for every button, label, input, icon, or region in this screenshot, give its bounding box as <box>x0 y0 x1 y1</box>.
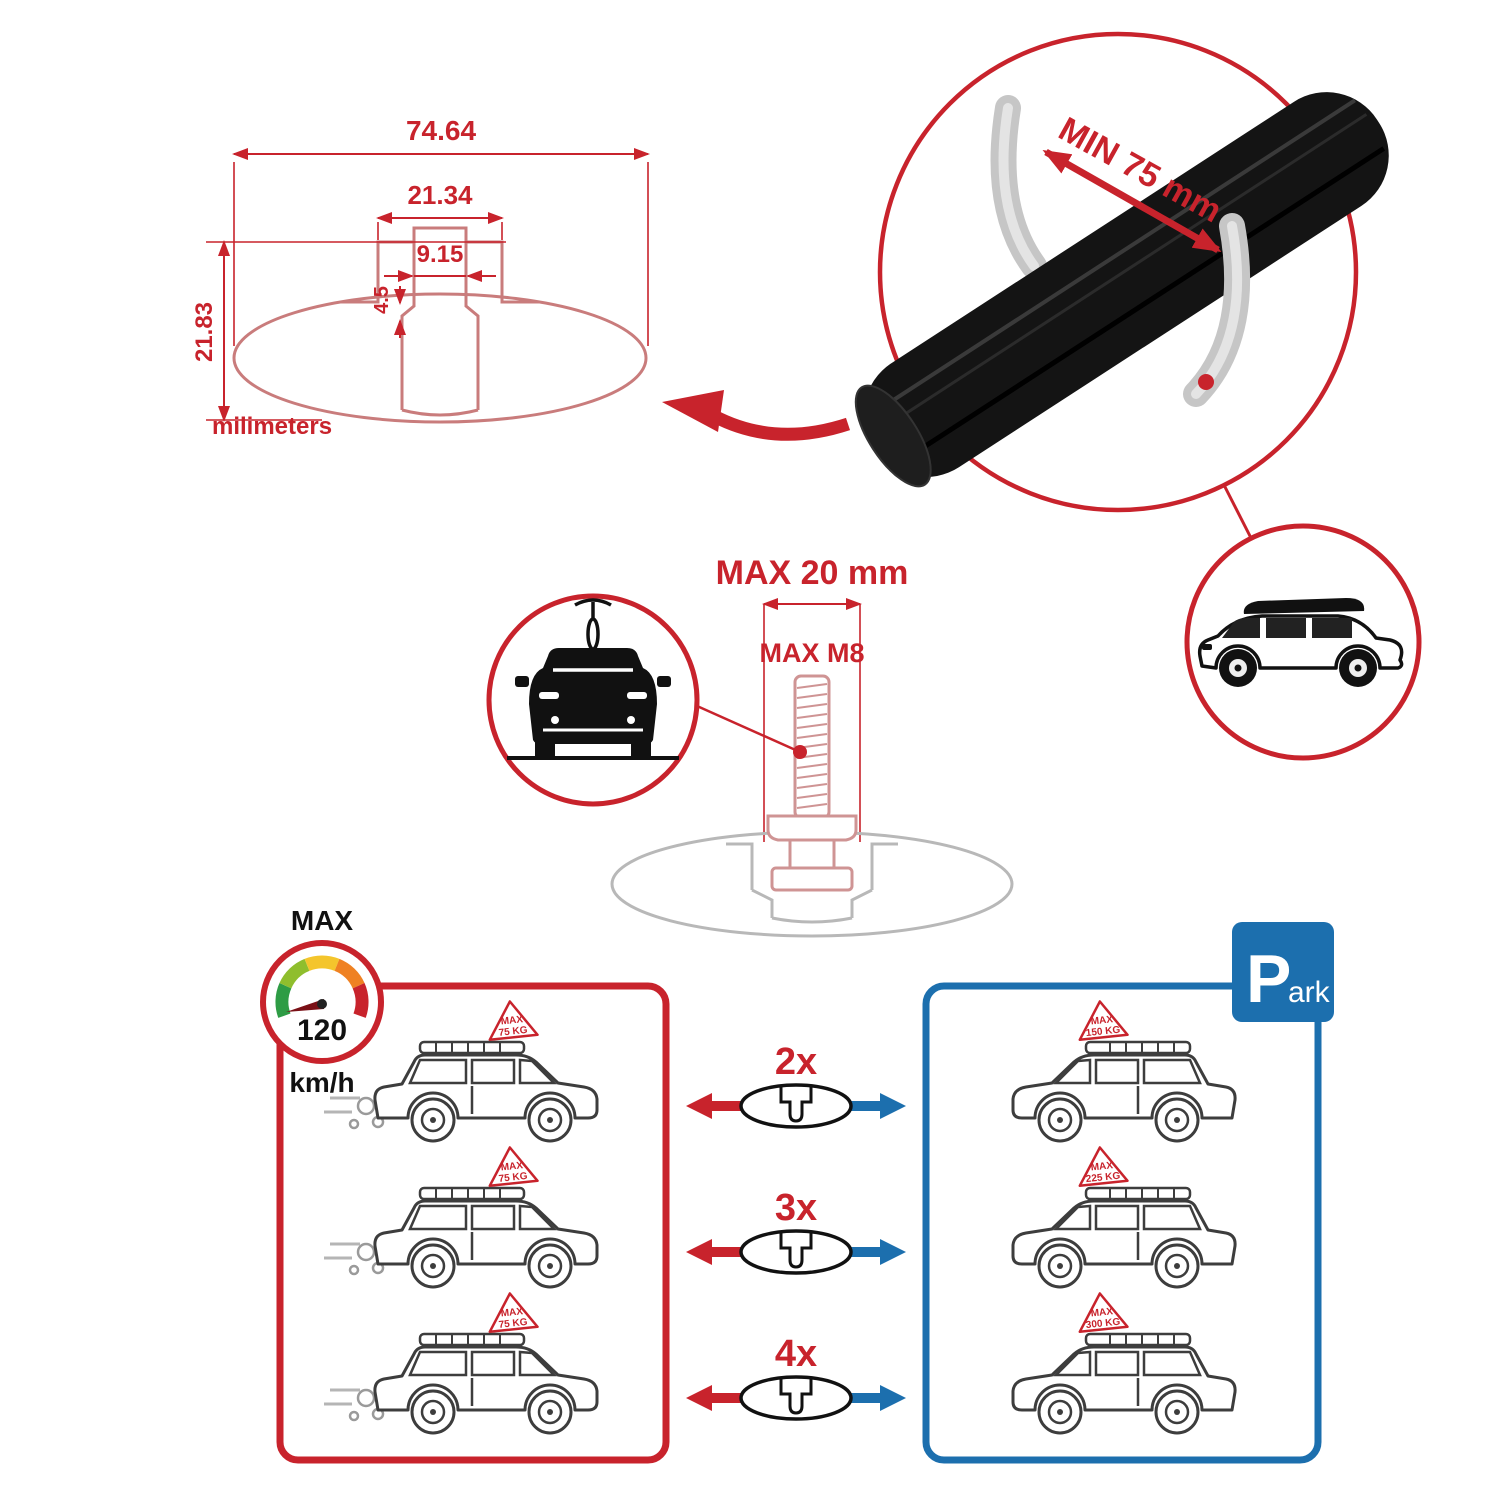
crossbar-section-icon <box>739 1375 853 1421</box>
svg-text:MAX: MAX <box>500 1014 524 1027</box>
multiplier-arrow-1: 2x <box>686 1041 906 1129</box>
park-sign-ark: ark <box>1288 976 1331 1009</box>
dim-total-width: 74.64 <box>406 115 476 146</box>
suv-roofbox-icon <box>1197 598 1404 687</box>
max-thread-label: MAX M8 <box>759 638 864 668</box>
crossbar-section-icon <box>739 1229 853 1275</box>
crossbar-section-icon <box>739 1083 853 1129</box>
multiplier-arrow-2: 3x <box>686 1187 906 1275</box>
max-length-label: MAX 20 mm <box>716 554 909 592</box>
speed-value: 120 <box>297 1014 347 1047</box>
bolt-diagram: MAX 20 mm MAX M8 <box>610 554 1014 938</box>
dim-slot-width: 9.15 <box>417 241 464 268</box>
dim-channel-width: 21.34 <box>407 180 473 210</box>
multiplier-label: 4x <box>775 1333 817 1375</box>
crossbar-render <box>854 92 1389 488</box>
dim-total-height: 21.83 <box>191 302 218 362</box>
bolt-point-dot <box>793 745 807 759</box>
load-tag: MAX 225 KG <box>1078 1146 1129 1188</box>
load-tag: MAX 300 KG <box>1078 1292 1129 1334</box>
car-row-parked-3: MAX 300 KG <box>1011 1292 1237 1435</box>
units-label: milimeters <box>212 413 332 440</box>
leader-line <box>1222 484 1253 539</box>
car-row-driving-3: MAX 75 KG <box>322 1292 599 1435</box>
parking-panel: MAX 150 KG MAX 225 KG MAX 300 KG P ark <box>922 922 1334 1464</box>
car-row-parked-1: MAX 150 KG <box>1011 1000 1237 1143</box>
svg-text:150 KG: 150 KG <box>1085 1025 1121 1040</box>
suv-roofbox-circle <box>1184 523 1422 761</box>
svg-text:MAX: MAX <box>500 1306 524 1319</box>
svg-text:75 KG: 75 KG <box>498 1025 528 1039</box>
gauge-needle <box>286 999 324 1012</box>
bar-profile-channel <box>340 226 540 304</box>
pointer-arrow <box>662 390 851 441</box>
load-tag: MAX 75 KG <box>488 1292 539 1334</box>
car-row-parked-2: MAX 225 KG <box>1011 1146 1237 1289</box>
leader-line <box>696 704 801 754</box>
car-row-driving-2: MAX 75 KG <box>322 1146 599 1289</box>
load-tag: MAX 75 KG <box>488 1146 539 1188</box>
speed-limit-gauge: MAX 120 km/h <box>260 905 384 1098</box>
multiplier-label: 2x <box>775 1041 817 1083</box>
car-front-icon <box>507 648 679 760</box>
load-tag: MAX 150 KG <box>1078 1000 1129 1042</box>
min-span-arrow <box>1042 148 1222 254</box>
bar-profile-ellipse <box>232 292 648 424</box>
mount-point-dot <box>1198 374 1214 390</box>
speed-max-label: MAX <box>291 905 354 936</box>
multiplier-arrow-3: 4x <box>686 1333 906 1421</box>
svg-text:MAX: MAX <box>1090 1014 1114 1027</box>
car-front-circle <box>486 593 700 807</box>
dim-lip-depth: 4.5 <box>371 286 393 314</box>
load-tag: MAX 75 KG <box>488 1000 539 1042</box>
park-sign: P ark <box>1232 922 1334 1022</box>
car-row-driving-1: MAX 75 KG <box>322 1000 599 1143</box>
t-bolt-icon <box>766 674 858 892</box>
dimension-drawing: 74.64 21.34 9.15 4.5 21.83 milimeters <box>191 115 650 440</box>
park-sign-p: P <box>1246 941 1291 1017</box>
multiplier-label: 3x <box>775 1187 817 1229</box>
svg-text:75 KG: 75 KG <box>498 1317 528 1331</box>
svg-text:300 KG: 300 KG <box>1085 1317 1121 1332</box>
svg-text:225 KG: 225 KG <box>1085 1171 1121 1186</box>
crossbar-detail-circle: MIN 75 mm <box>854 31 1389 513</box>
svg-text:MAX: MAX <box>1090 1306 1114 1319</box>
driving-panel: MAX 75 KG MAX 75 KG MAX 75 KG <box>276 982 670 1464</box>
svg-text:MAX: MAX <box>500 1160 524 1173</box>
svg-text:MAX: MAX <box>1090 1160 1114 1173</box>
speed-unit: km/h <box>289 1067 354 1098</box>
svg-text:75 KG: 75 KG <box>498 1171 528 1185</box>
